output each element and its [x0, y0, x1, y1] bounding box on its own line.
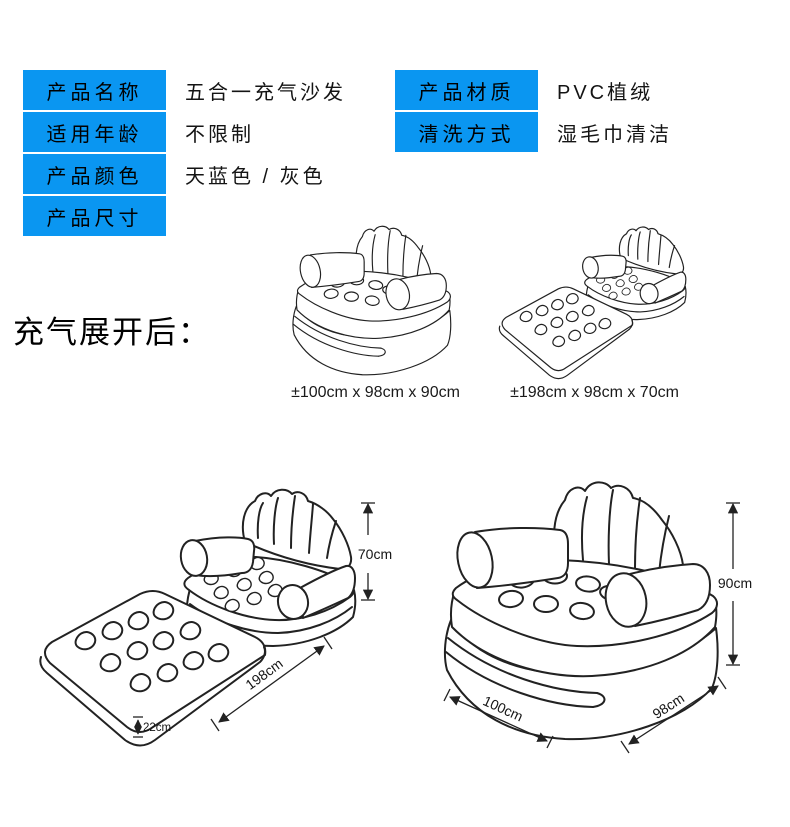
spec-value: PVC植绒 [557, 81, 654, 104]
dim-label-height: 70cm [358, 546, 392, 562]
spec-table-right: 产品材质 PVC植绒 清洗方式 湿毛巾清洁 [395, 70, 672, 154]
spec-label: 产品颜色 [23, 154, 166, 194]
spec-label: 产品材质 [395, 70, 538, 110]
spec-table-left: 产品名称 五合一充气沙发 适用年龄 不限制 产品颜色 天蓝色 / 灰色 产品尺寸 [23, 70, 346, 238]
spec-value: 天蓝色 / 灰色 [185, 165, 326, 188]
figure-caption-lounger: ±198cm x 98cm x 70cm [510, 384, 679, 401]
figure-lounger-small [490, 226, 695, 386]
spec-value: 不限制 [185, 123, 254, 146]
spec-value: 五合一充气沙发 [185, 81, 346, 104]
spec-row: 产品名称 五合一充气沙发 [23, 70, 346, 110]
spec-row: 适用年龄 不限制 [23, 112, 346, 152]
spec-row: 清洗方式 湿毛巾清洁 [395, 112, 672, 152]
figure-caption-armchair: ±100cm x 98cm x 90cm [291, 384, 460, 401]
spec-row: 产品尺寸 [23, 196, 346, 236]
spec-label: 适用年龄 [23, 112, 166, 152]
spec-label: 产品名称 [23, 70, 166, 110]
spec-value: 湿毛巾清洁 [557, 123, 672, 146]
figure-armchair-dimensions: 90cm 100cm 98cm [443, 481, 752, 754]
figure-armchair-small [292, 225, 452, 376]
dim-label-thickness: 22cm [143, 722, 171, 734]
figure-sofa-bed-dimensions: 70cm 198cm 22cm [15, 478, 392, 763]
spec-label: 产品尺寸 [23, 196, 166, 236]
spec-row: 产品颜色 天蓝色 / 灰色 [23, 154, 346, 194]
section-heading: 充气展开后： [13, 315, 211, 350]
dim-label-height: 90cm [718, 575, 752, 591]
spec-row: 产品材质 PVC植绒 [395, 70, 672, 110]
spec-label: 清洗方式 [395, 112, 538, 152]
